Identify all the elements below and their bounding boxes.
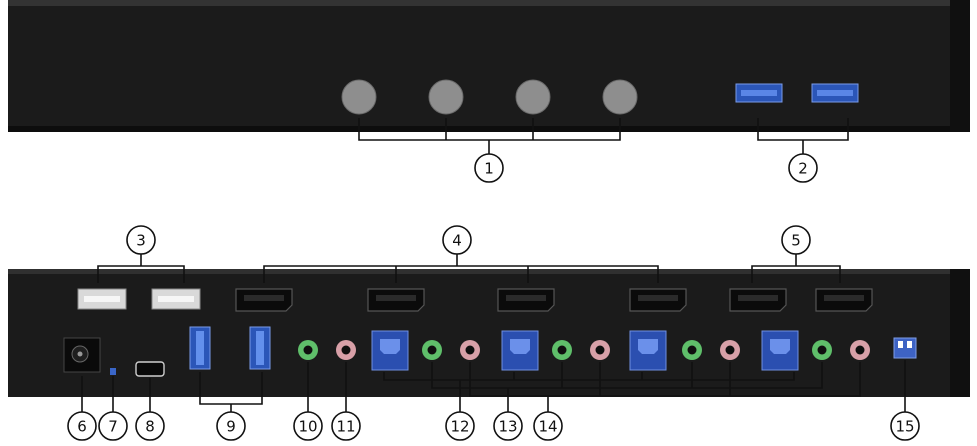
displayport-out-2[interactable] [815,288,873,312]
svg-text:2: 2 [798,160,808,178]
svg-text:3: 3 [136,232,146,250]
audio-out-green-jack[interactable] [298,340,318,360]
pc2-audio-green-jack[interactable] [552,340,572,360]
svg-text:7: 7 [108,418,118,436]
callout-4: 4 [442,225,472,255]
callout-13-lead [431,362,823,412]
callout-7: 7 [98,411,128,441]
displayport-1[interactable] [235,288,293,312]
usb-b-port-2[interactable] [501,330,539,371]
dip-switch[interactable] [893,337,917,359]
svg-text:4: 4 [452,232,462,250]
usb-b-port-4[interactable] [761,330,799,371]
reset-pinhole[interactable] [110,368,116,375]
port-select-button-2[interactable] [428,79,464,115]
dc-power-jack[interactable] [63,337,101,373]
svg-text:5: 5 [791,232,801,250]
callout-6: 6 [67,411,97,441]
callout-15: 15 [890,411,920,441]
usb3-port-1[interactable] [189,326,211,370]
front-usb3-port-2[interactable] [811,83,859,103]
pc4-audio-green-jack[interactable] [812,340,832,360]
callout-11: 11 [331,411,361,441]
callout-9-lead [199,372,263,412]
callout-8: 8 [135,411,165,441]
pc1-mic-pink-jack[interactable] [460,340,480,360]
usb2-port-1[interactable] [77,288,127,310]
front-usb3-port-1[interactable] [735,83,783,103]
mic-in-pink-jack[interactable] [336,340,356,360]
pc3-audio-green-jack[interactable] [682,340,702,360]
displayport-out-1[interactable] [729,288,787,312]
usb-b-port-1[interactable] [371,330,409,371]
pc3-mic-pink-jack[interactable] [720,340,740,360]
usb-b-port-3[interactable] [629,330,667,371]
displayport-3[interactable] [497,288,555,312]
svg-text:15: 15 [895,418,914,436]
svg-text:1: 1 [484,160,494,178]
svg-text:9: 9 [226,418,236,436]
front-panel [8,0,970,132]
callout-12: 12 [445,411,475,441]
svg-text:10: 10 [298,418,317,436]
callout-2: 2 [788,153,818,183]
svg-text:8: 8 [145,418,155,436]
displayport-2[interactable] [367,288,425,312]
callout-3-lead [97,254,185,283]
callout-2-lead [757,118,849,154]
callout-1: 1 [474,153,504,183]
displayport-4[interactable] [629,288,687,312]
port-select-button-4[interactable] [602,79,638,115]
callout-13: 13 [493,411,523,441]
callout-1-lead [358,118,621,154]
callout-14-lead [469,362,861,412]
callout-5: 5 [781,225,811,255]
svg-text:14: 14 [538,418,557,436]
usb2-port-2[interactable] [151,288,201,310]
port-select-button-1[interactable] [341,79,377,115]
svg-text:11: 11 [336,418,355,436]
port-select-button-3[interactable] [515,79,551,115]
callout-12-lead [383,372,795,412]
callout-10: 10 [293,411,323,441]
callout-4-lead [263,254,659,283]
micro-usb-port[interactable] [135,361,165,377]
svg-text:13: 13 [498,418,517,436]
svg-text:6: 6 [77,418,87,436]
usb3-port-2[interactable] [249,326,271,370]
pc2-mic-pink-jack[interactable] [590,340,610,360]
rear-panel [8,269,970,397]
callout-14: 14 [533,411,563,441]
pc1-audio-green-jack[interactable] [422,340,442,360]
pc4-mic-pink-jack[interactable] [850,340,870,360]
front-panel-body [8,0,970,132]
callout-9: 9 [216,411,246,441]
callout-3: 3 [126,225,156,255]
svg-text:12: 12 [450,418,469,436]
callout-5-lead [751,254,841,283]
rear-panel-body [8,269,970,397]
